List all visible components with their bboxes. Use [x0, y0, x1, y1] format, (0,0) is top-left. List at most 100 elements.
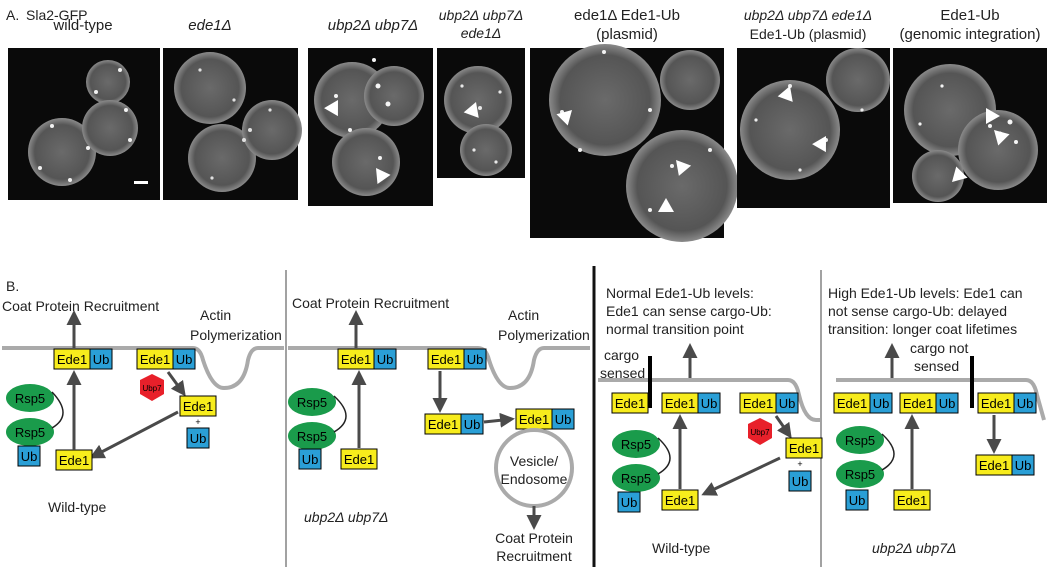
image-title-5: ubp2Δ ubp7Δ ede1Δ Ede1-Ub (plasmid) — [744, 7, 872, 42]
micrograph-ubp2-ubp7-ede1 — [437, 48, 525, 178]
svg-text:Ede1: Ede1 — [615, 396, 645, 411]
svg-text:Ub: Ub — [21, 449, 38, 464]
scale-bar — [134, 181, 148, 184]
svg-text:ede1Δ Ede1-Ub: ede1Δ Ede1-Ub — [574, 7, 680, 24]
svg-text:+: + — [195, 417, 200, 427]
svg-text:Ede1: Ede1 — [57, 352, 87, 367]
svg-text:Rsp5: Rsp5 — [297, 429, 327, 444]
caption-1: Wild-type — [48, 499, 107, 515]
svg-text:Ede1-Ub: Ede1-Ub — [940, 7, 999, 24]
svg-text:Ub: Ub — [779, 396, 796, 411]
svg-text:Ub: Ub — [464, 417, 481, 432]
caption-3: Wild-type — [652, 540, 711, 556]
panel-a-letter: A. — [6, 7, 19, 23]
membrane — [836, 378, 1046, 421]
subpanel-3: Normal Ede1-Ub levels: Ede1 can sense ca… — [598, 285, 823, 556]
svg-text:Ede1: Ede1 — [665, 493, 695, 508]
svg-text:ubp2Δ ubp7Δ: ubp2Δ ubp7Δ — [439, 7, 523, 23]
svg-text:Ede1-Ub (plasmid): Ede1-Ub (plasmid) — [750, 26, 867, 42]
svg-text:Ede1: Ede1 — [837, 396, 867, 411]
svg-text:Ede1: Ede1 — [897, 493, 927, 508]
svg-text:sensed: sensed — [914, 358, 959, 374]
svg-text:Ub: Ub — [467, 352, 484, 367]
membrane — [598, 378, 820, 422]
svg-text:Ub: Ub — [621, 495, 638, 510]
svg-text:cargo not: cargo not — [910, 340, 968, 356]
svg-text:Ede1: Ede1 — [743, 396, 773, 411]
svg-text:High Ede1-Ub levels: Ede1 can: High Ede1-Ub levels: Ede1 can — [828, 285, 1023, 301]
svg-text:Ub: Ub — [377, 352, 394, 367]
svg-text:Rsp5: Rsp5 — [845, 433, 875, 448]
panel-b-letter: B. — [6, 278, 19, 294]
svg-text:Rsp5: Rsp5 — [621, 471, 651, 486]
svg-text:Ede1: Ede1 — [428, 417, 458, 432]
svg-text:Ede1: Ede1 — [903, 396, 933, 411]
svg-text:ede1Δ: ede1Δ — [461, 25, 502, 41]
svg-text:Rsp5: Rsp5 — [15, 425, 45, 440]
svg-text:Ede1: Ede1 — [140, 352, 170, 367]
panel-a-marker: Sla2-GFP — [26, 7, 87, 23]
svg-text:Ub: Ub — [190, 431, 207, 446]
svg-text:Rsp5: Rsp5 — [845, 467, 875, 482]
svg-text:Ub: Ub — [93, 352, 110, 367]
svg-text:Ub: Ub — [849, 493, 866, 508]
svg-text:ubp2Δ ubp7Δ ede1Δ: ubp2Δ ubp7Δ ede1Δ — [744, 7, 872, 23]
membrane — [2, 346, 284, 391]
svg-text:Ede1: Ede1 — [981, 396, 1011, 411]
subpanel-1: Coat Protein Recruitment Actin Polymeriz… — [2, 298, 284, 515]
image-title-2: ubp2Δ ubp7Δ — [328, 17, 418, 34]
svg-text:Ub: Ub — [873, 396, 890, 411]
svg-text:cargo: cargo — [604, 347, 639, 363]
svg-text:Ede1: Ede1 — [665, 396, 695, 411]
svg-text:Rsp5: Rsp5 — [297, 395, 327, 410]
svg-text:wild-type: wild-type — [52, 17, 112, 34]
micrograph-ede1-ub-genomic — [893, 48, 1047, 203]
ubp7-hexagon — [748, 418, 772, 445]
image-title-4: ede1Δ Ede1-Ub (plasmid) — [574, 7, 680, 43]
svg-text:Rsp5: Rsp5 — [621, 437, 651, 452]
svg-text:Rsp5: Rsp5 — [15, 391, 45, 406]
svg-text:Ubp7: Ubp7 — [142, 384, 162, 393]
svg-text:Ede1: Ede1 — [979, 458, 1009, 473]
micrograph-ubp2-ubp7 — [308, 48, 433, 206]
svg-text:Vesicle/: Vesicle/ — [510, 453, 558, 469]
svg-text:Ede1: Ede1 — [431, 352, 461, 367]
svg-text:ubp2Δ ubp7Δ: ubp2Δ ubp7Δ — [328, 17, 418, 34]
svg-text:Ub: Ub — [176, 352, 193, 367]
subpanel-4: High Ede1-Ub levels: Ede1 can not sense … — [828, 285, 1046, 556]
svg-text:Ede1: Ede1 — [59, 453, 89, 468]
svg-text:Ub: Ub — [701, 396, 718, 411]
svg-text:Recruitment: Recruitment — [496, 548, 572, 564]
svg-text:Coat Protein Recruitment: Coat Protein Recruitment — [2, 298, 159, 314]
svg-text:Ubp7: Ubp7 — [750, 428, 770, 437]
svg-text:Ub: Ub — [302, 452, 319, 467]
svg-text:Actin: Actin — [200, 307, 231, 323]
svg-text:(genomic integration): (genomic integration) — [900, 26, 1041, 43]
svg-text:normal transition point: normal transition point — [606, 321, 744, 337]
svg-text:ede1Δ: ede1Δ — [188, 17, 231, 34]
micrograph-wild-type — [8, 48, 160, 200]
svg-text:Normal Ede1-Ub levels:: Normal Ede1-Ub levels: — [606, 285, 754, 301]
image-title-3: ubp2Δ ubp7Δ ede1Δ — [439, 7, 523, 41]
svg-text:transition: longer coat lifeti: transition: longer coat lifetimes — [828, 321, 1017, 337]
svg-text:Ub: Ub — [1015, 458, 1032, 473]
svg-text:Actin: Actin — [508, 307, 539, 323]
svg-text:Ede1: Ede1 — [789, 441, 819, 456]
svg-text:sensed: sensed — [600, 365, 645, 381]
svg-text:Ede1: Ede1 — [183, 399, 213, 414]
svg-text:Ub: Ub — [939, 396, 956, 411]
caption-4: ubp2Δ ubp7Δ — [872, 540, 956, 556]
svg-text:Polymerization: Polymerization — [498, 327, 590, 343]
svg-text:Endosome: Endosome — [501, 471, 568, 487]
svg-text:Ub: Ub — [1017, 396, 1034, 411]
svg-text:Ede1: Ede1 — [344, 452, 374, 467]
svg-text:+: + — [797, 459, 802, 469]
subpanel-2: Coat Protein Recruitment Actin Polymeriz… — [288, 295, 590, 564]
svg-text:Ede1: Ede1 — [341, 352, 371, 367]
svg-text:(plasmid): (plasmid) — [596, 26, 658, 43]
svg-text:Ub: Ub — [792, 474, 809, 489]
micrograph-ede1 — [163, 48, 302, 200]
image-title-0: wild-type — [52, 17, 112, 34]
ubp7-hexagon — [140, 374, 164, 401]
